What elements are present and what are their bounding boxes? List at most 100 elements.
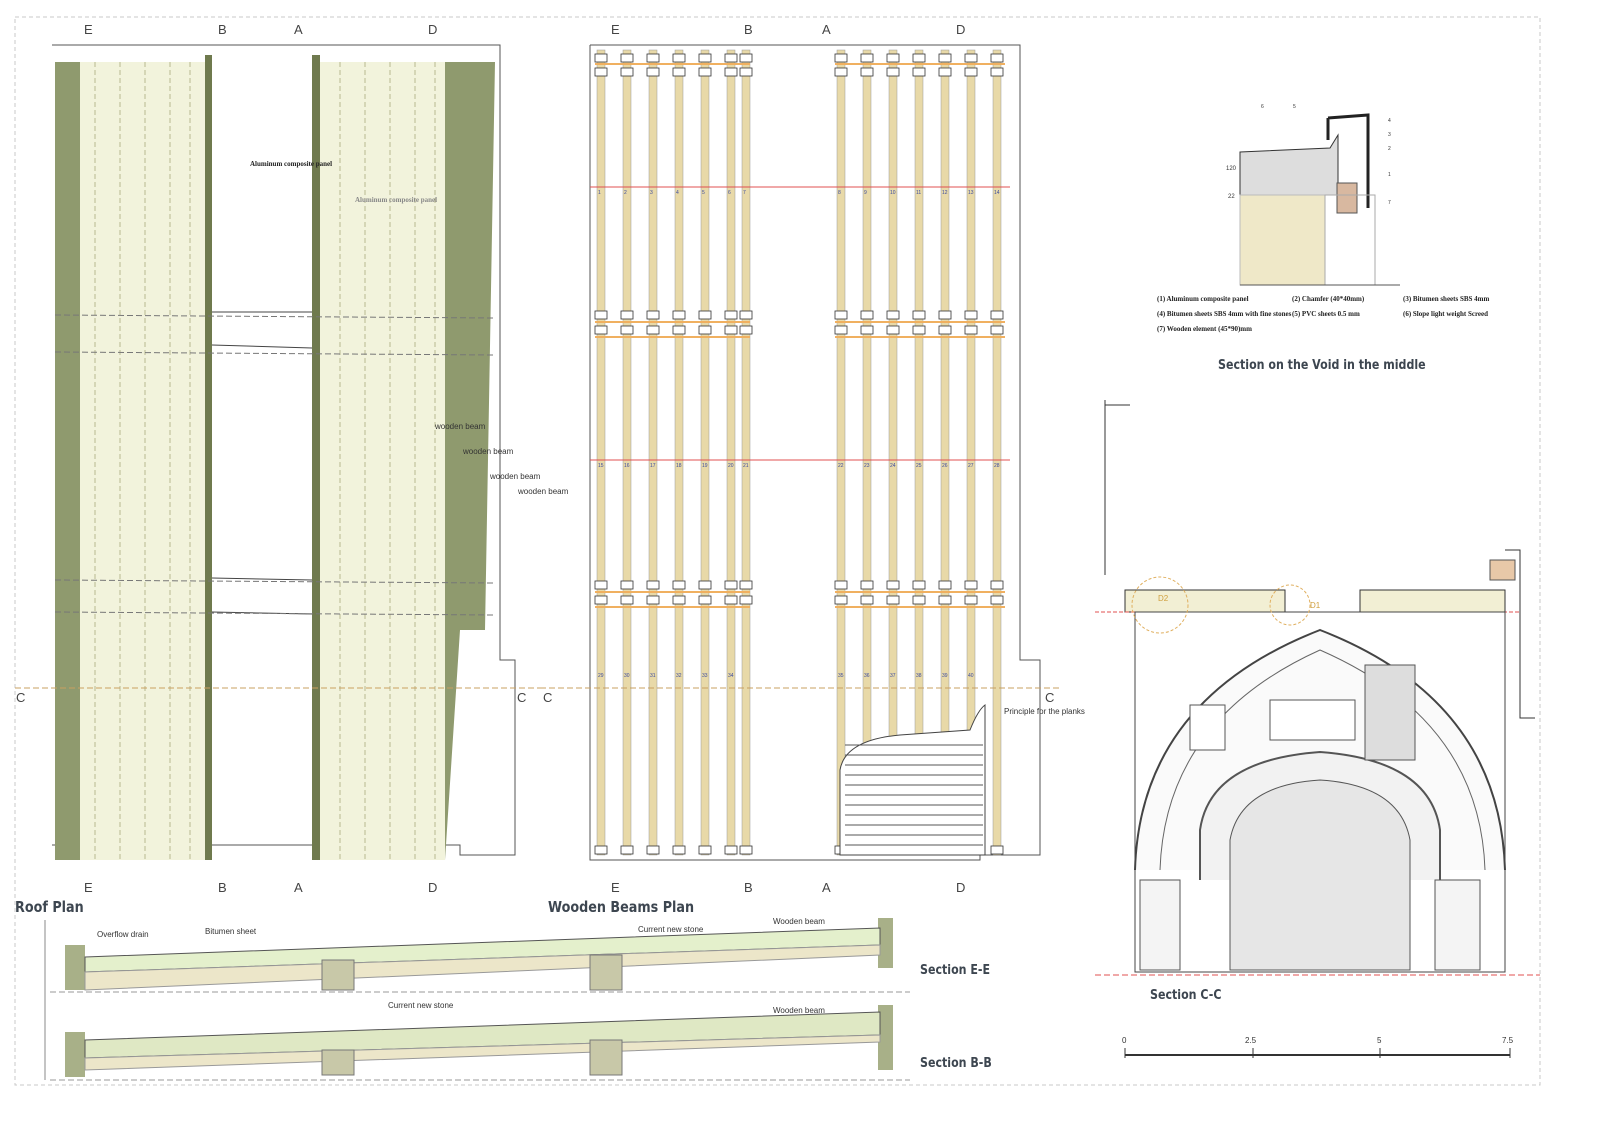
beam-connector [646,325,660,335]
beam-connector [594,325,608,335]
beam-connector [860,595,874,605]
beam-connector [990,595,1004,605]
beam-number: 35 [838,673,844,679]
beam-connector [860,580,874,590]
scale-tick-2-5: 2.5 [1245,1036,1257,1045]
beam-connector [646,53,660,63]
beam-connector [886,310,900,320]
beam-connector [990,845,1004,855]
beam-connector [886,580,900,590]
wooden-beams-plan [540,44,1060,861]
beam-number: 12 [942,190,948,196]
scale-tick-0: 0 [1122,1036,1127,1045]
dim-120: 120 [1226,166,1237,172]
beam-connector [739,845,753,855]
beam-connector [724,67,738,77]
beam-number: 22 [838,463,844,469]
beam-connector [594,67,608,77]
beam-connector [912,67,926,77]
grid-label-b: B [218,22,227,37]
grid-label-e: E [84,22,93,37]
grid-label-d: D [956,880,966,895]
section-c-c-title: Section C-C [1150,988,1222,1003]
grid-label-a: A [294,22,303,37]
beam-number: 30 [624,673,630,679]
beam-connector [938,580,952,590]
beam-connector [739,325,753,335]
section-b-b-title: Section B-B [920,1056,992,1071]
beam-connector [620,325,634,335]
beam-number: 6 [728,190,731,196]
beam-number: 10 [890,190,896,196]
beam-number: 14 [994,190,1000,196]
section-e-e-title: Section E-E [920,963,991,978]
label-current-new-stone: Current new stone [388,1001,454,1010]
grid-label-c: C [543,690,553,705]
beam-connector [886,595,900,605]
beam-connector [912,325,926,335]
beam-number: 13 [968,190,974,196]
beam-connector [620,67,634,77]
beam-connector [724,310,738,320]
roof-dark-strip-left [55,62,80,860]
beam-connector [834,595,848,605]
grid-label-e: E [611,22,620,37]
beam-connector [646,580,660,590]
beam-number: 39 [942,673,948,679]
beam-connector [739,310,753,320]
roof-dark-strip-right [445,62,495,860]
beam-number: 19 [702,463,708,469]
beam-connector [964,580,978,590]
beam-connector [739,67,753,77]
section-b-b-drawing [50,1005,910,1081]
beam-connector [698,67,712,77]
grid-label-a: A [822,880,831,895]
beam-connector [698,325,712,335]
beam-connector [594,595,608,605]
beam-connector [672,53,686,63]
beam-connector [860,325,874,335]
label-aluminum-panel: Aluminum composite panel [355,196,438,204]
beam-connector [912,595,926,605]
void-section-detail [1239,113,1400,286]
callout-4: 4 [1388,118,1391,124]
grid-label-d: D [428,880,438,895]
wooden-beam [596,49,606,856]
beam-connector [672,845,686,855]
beam-connector [646,67,660,77]
wooden-beam [726,49,736,856]
legend-item: (4) Bitumen sheets SBS 4mm with fine sto… [1157,310,1292,318]
beam-connector [672,325,686,335]
beam-connector [698,595,712,605]
beam-connector [739,580,753,590]
legend-item: (3) Bitumen sheets SBS 4mm [1403,295,1490,303]
beam-connector [964,325,978,335]
label-current-new-stone: Current new stone [638,925,704,934]
beam-number: 7 [743,190,746,196]
beam-connector [672,67,686,77]
callout-5: 5 [1293,104,1296,110]
beam-connector [594,310,608,320]
roof-plan-title: Roof Plan [15,898,84,916]
beam-connector [698,580,712,590]
beam-connector [698,53,712,63]
scale-bar [1124,1048,1511,1058]
label-planks-principle: Principle for the planks [1004,707,1085,716]
section-c-c-drawing [1095,400,1540,976]
beam-connector [594,845,608,855]
beam-connector [620,310,634,320]
beam-connector [938,53,952,63]
beam-number: 16 [624,463,630,469]
beam-connector [724,580,738,590]
scale-tick-7-5: 7.5 [1502,1036,1514,1045]
callout-1: 1 [1388,172,1391,178]
beam-connector [886,53,900,63]
beam-number: 3 [650,190,653,196]
beam-connector [990,67,1004,77]
beam-connector [620,845,634,855]
grid-label-a: A [822,22,831,37]
legend-item: (1) Aluminum composite panel [1157,295,1249,303]
wooden-beam [622,49,632,856]
roof-panel-right [320,62,445,860]
